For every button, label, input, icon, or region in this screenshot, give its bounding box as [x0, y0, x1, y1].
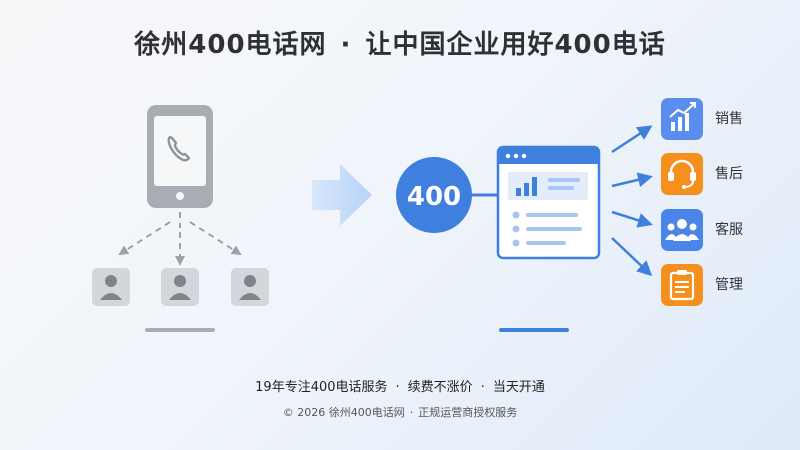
slogan: 让中国企业用好400电话: [365, 30, 666, 60]
distribution-lines: [118, 212, 242, 266]
department-label-management: 管理: [715, 277, 743, 293]
sales-chart-icon: [661, 98, 703, 140]
left-underline: [145, 328, 215, 332]
flow-arrow-icon: [312, 164, 372, 226]
users-icon: [661, 209, 703, 251]
clipboard-icon: [661, 264, 703, 306]
routing-arrows: [611, 125, 653, 277]
copyright-separator: ·: [409, 406, 414, 419]
smartphone-icon: [147, 105, 213, 208]
copyright-line: © 2026 徐州400电话网 · 正规运营商授权服务: [0, 404, 800, 420]
copyright-text: © 2026 徐州400电话网: [282, 406, 405, 419]
feature-item: 续费不涨价: [407, 380, 473, 395]
phone-handset-icon: [167, 135, 191, 162]
headset-icon: [661, 153, 703, 195]
footer-separator: ·: [480, 380, 485, 395]
400-number-badge: [396, 157, 472, 233]
person-box-right: [231, 268, 269, 306]
page-title: 徐州400电话网 · 让中国企业用好400电话: [0, 24, 800, 61]
person-box-left: [92, 268, 130, 306]
department-label-aftersales: 售后: [715, 166, 743, 182]
department-label-sales: 销售: [715, 111, 743, 127]
feature-item: 19年专注400电话服务: [255, 380, 388, 395]
feature-item: 当天开通: [492, 380, 545, 395]
title-separator: ·: [340, 30, 352, 60]
department-label-service: 客服: [715, 222, 743, 238]
400-number-text: 400: [407, 182, 461, 212]
license-text: 正规运营商授权服务: [418, 406, 518, 419]
right-underline: [499, 328, 569, 332]
footer-separator: ·: [395, 380, 400, 395]
features-line: 19年专注400电话服务 · 续费不涨价 · 当天开通: [0, 376, 800, 395]
brand-name: 徐州400电话网: [134, 30, 327, 60]
person-box-middle: [161, 268, 199, 306]
dashboard-window-icon: [496, 145, 601, 260]
